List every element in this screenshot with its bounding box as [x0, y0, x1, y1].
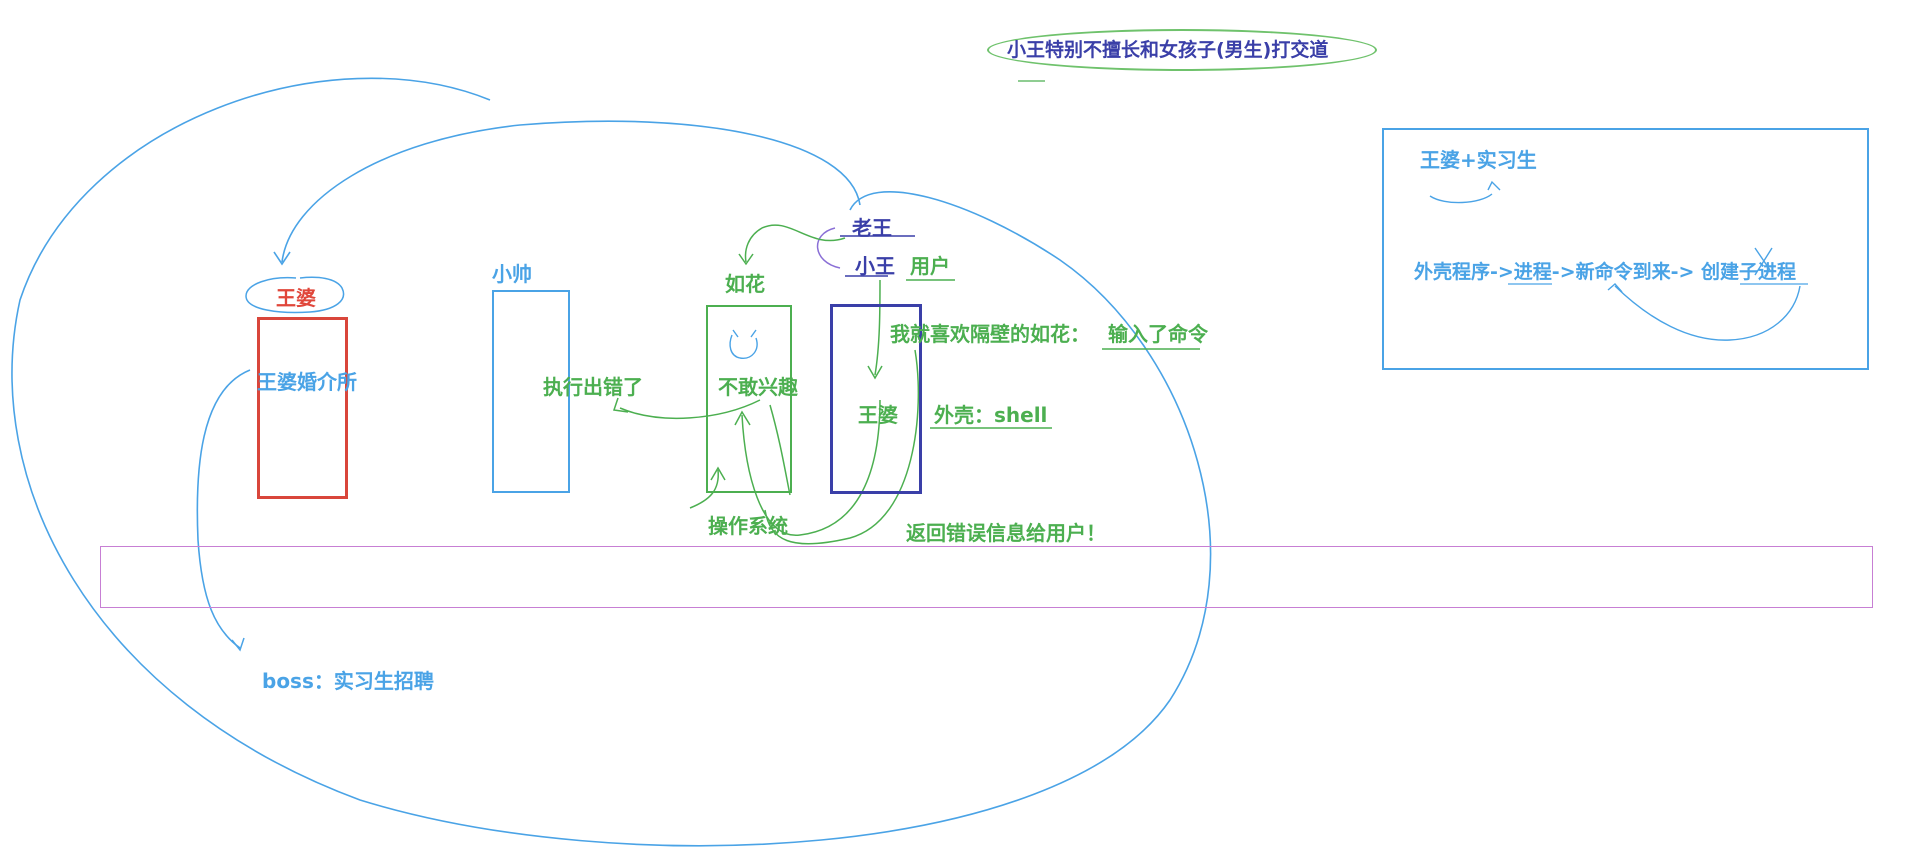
bracket-laowang-xiaowang [816, 227, 841, 269]
arrowhead-boss [231, 637, 245, 652]
ruhua-box-text: 不敢兴趣 [718, 375, 798, 399]
xiaowang-name: 小王 [855, 254, 895, 278]
wangpo-name: 王婆 [276, 286, 316, 310]
boss-text: boss：实习生招聘 [262, 669, 434, 693]
arc-laowang-to-ruhua [744, 224, 846, 263]
arrowhead-ruhua [738, 253, 754, 266]
right-panel-scribble [1754, 247, 1773, 276]
likes-text: 我就喜欢隔壁的如花： [890, 322, 1090, 346]
xiaoshuai-name: 小帅 [492, 262, 532, 286]
xiaowang-role: 用户 [910, 254, 950, 278]
wangpo-box-text: 王婆婚介所 [257, 370, 357, 394]
arrowhead-into-box [867, 365, 883, 380]
shell-text: 外壳：shell [934, 403, 1048, 427]
input-cmd-text: 输入了命令 [1108, 322, 1208, 346]
note-text: 小王特别不擅长和女孩子(男生)打交道 [1007, 39, 1329, 61]
wangpo-box [257, 317, 348, 499]
curve-return-error [741, 399, 881, 536]
return-error-text: 返回错误信息给用户！ [906, 521, 1106, 545]
arrowhead-wangpo [273, 251, 291, 266]
arrowhead-notinterested [734, 410, 751, 426]
laowang-name: 老王 [852, 216, 892, 240]
right-panel [1382, 128, 1869, 370]
wangpo-label-circle [245, 276, 345, 314]
curve-wangpo-to-boss [196, 369, 251, 649]
outer-loop-stroke [11, 77, 1212, 847]
ruhua-face-doodle [729, 329, 758, 359]
xiaoshuai-box [492, 290, 570, 493]
curve-notinterested-to-error [769, 404, 791, 496]
arc-laowang-to-wangpo [281, 120, 861, 263]
right-panel-arrow [1607, 283, 1623, 293]
curve-os-arrow [689, 469, 719, 509]
curve-ruhua-to-xiaoshuai [619, 399, 761, 420]
arrowhead-os [710, 466, 726, 481]
xiaowang-box [830, 304, 922, 494]
line-xiaowang-into-box [874, 279, 881, 376]
xiaowang-box-text: 王婆 [858, 403, 898, 427]
note-pill [987, 29, 1377, 71]
right-panel-title: 王婆+实习生 [1420, 148, 1537, 172]
right-panel-loop [1614, 285, 1801, 341]
arrowhead-xiaoshuai [613, 397, 629, 413]
ruhua-name: 如花 [725, 272, 765, 296]
curve-shell-return [764, 349, 920, 545]
right-panel-flow: 外壳程序->进程->新命令到来-> 创建子进程 [1414, 261, 1797, 283]
right-panel-curl [1429, 180, 1501, 204]
ruhua-box [706, 305, 792, 493]
xiaoshuai-box-text: 执行出错了 [543, 375, 643, 399]
os-text: 操作系统 [708, 514, 788, 538]
os-band [100, 546, 1873, 608]
